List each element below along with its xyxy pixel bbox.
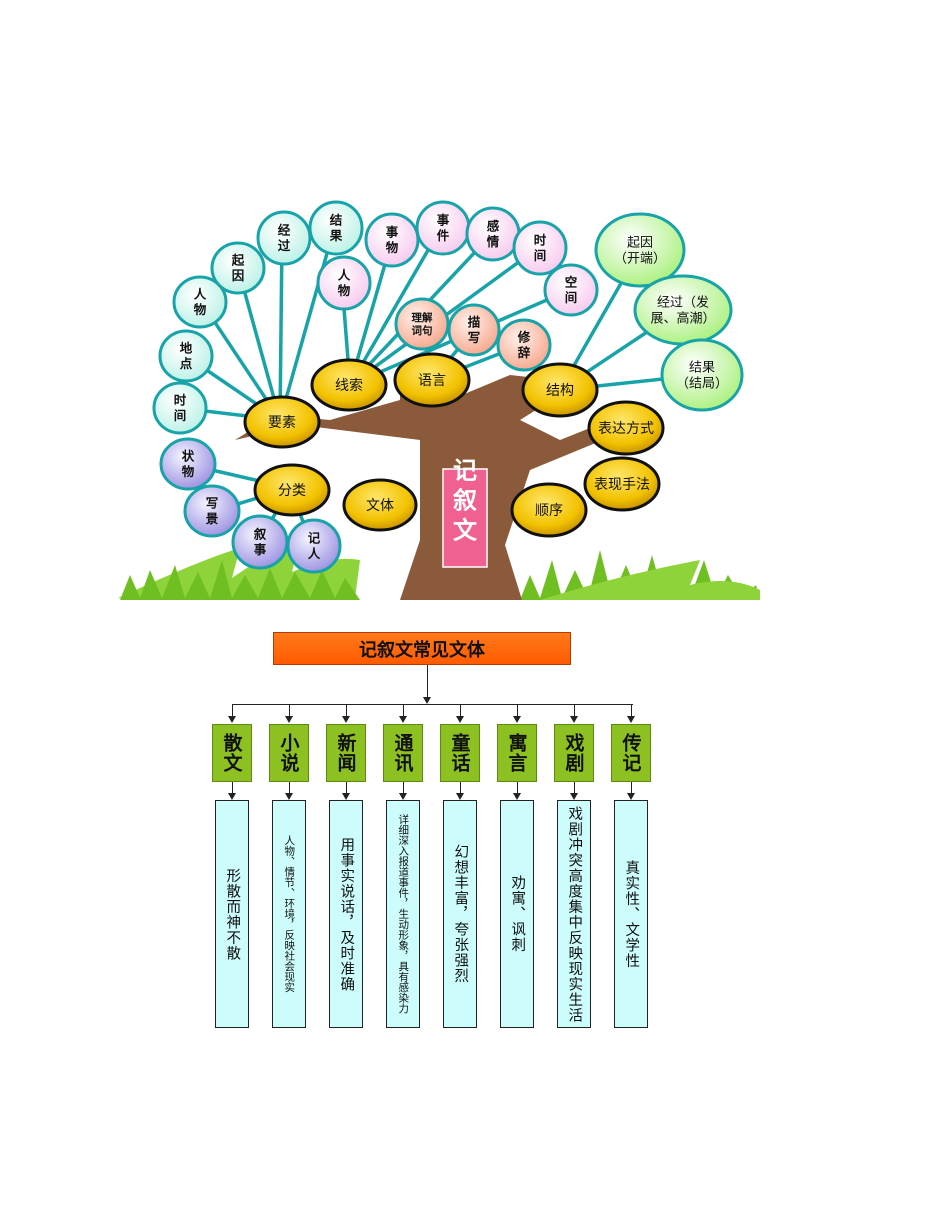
node-jiegou: 结构 — [546, 383, 574, 399]
arrow-down — [570, 793, 578, 800]
arrow-down — [285, 716, 293, 723]
grass-right — [520, 550, 760, 600]
connector-drop — [460, 782, 461, 794]
leaf-yuyan-miaoxie: 描写 — [468, 315, 481, 346]
leaf-jiegou-qiyin: 起因（开端） — [614, 235, 666, 266]
leaf-fenlei-xushi: 叙事 — [254, 527, 267, 558]
arrow-down — [342, 793, 350, 800]
leaf-yaosu-jingguo: 经过 — [278, 223, 291, 254]
tree-diagram: 要素 分类 文体 线索 语言 结构 表达方式 表现手法 顺序 记叙文 时间 地点… — [118, 200, 760, 600]
leaf-yaosu-jieguo: 结果 — [329, 213, 343, 244]
genres-title: 记叙文常见文体 — [273, 632, 571, 665]
arrow-down — [513, 716, 521, 723]
node-shunxu: 顺序 — [535, 503, 563, 519]
connector-drop — [517, 704, 518, 718]
connector-drop — [346, 704, 347, 718]
connector-horizontal — [232, 704, 633, 705]
connector-drop — [403, 704, 404, 718]
arrow-down — [456, 716, 464, 723]
node-xiansuo: 线索 — [335, 377, 363, 394]
connector-drop — [232, 782, 233, 794]
connector-drop — [460, 704, 461, 718]
arrow-down — [456, 793, 464, 800]
connector-drop — [574, 782, 575, 794]
connector-drop — [232, 704, 233, 718]
genre-name: 新闻 — [326, 724, 366, 782]
connector-drop — [631, 704, 632, 718]
genre-description: 用事实说话，及时准确 — [329, 800, 363, 1028]
arrow-down — [570, 716, 578, 723]
leaf-xiansuo-kongjian: 空间 — [565, 275, 578, 306]
arrow-down — [399, 793, 407, 800]
connector-trunk — [427, 665, 428, 699]
leaf-yaosu-shijian: 时间 — [174, 393, 187, 424]
arrow-down — [285, 793, 293, 800]
leaf-xiansuo-shijian: 事件 — [437, 213, 450, 244]
node-fenlei: 分类 — [278, 483, 306, 499]
connector-drop — [289, 782, 290, 794]
node-wenti: 文体 — [366, 498, 394, 514]
leaf-fenlei-xiejing: 写景 — [206, 496, 219, 527]
connector-drop — [517, 782, 518, 794]
genre-description: 人物、情节、环境，反映社会现实 — [272, 800, 306, 1028]
genre-description: 幻想丰富，夸张强烈 — [443, 800, 477, 1028]
genre-name: 戏剧 — [554, 724, 594, 782]
arrow-down — [228, 716, 236, 723]
leaf-xiansuo-shiwu: 事物 — [386, 225, 399, 256]
grass-left — [118, 540, 360, 600]
arrow-down — [399, 716, 407, 723]
node-biaoxian: 表现手法 — [594, 477, 650, 493]
leaf-xiansuo-ganqing: 感情 — [487, 219, 500, 250]
connector-drop — [403, 782, 404, 794]
leaf-jiegou-jingguo: 经过（发展、高潮） — [650, 294, 715, 326]
genre-description: 形散而神不散 — [215, 800, 249, 1028]
arrow-down — [342, 716, 350, 723]
leaf-jiegou-jieguo: 结果（结局） — [676, 360, 728, 391]
genre-description: 详细深入报道事件，生动形象，具有感染力 — [386, 800, 420, 1028]
tree-trunk — [235, 370, 615, 600]
genre-name: 小说 — [269, 724, 309, 782]
arrow-down — [228, 793, 236, 800]
node-yaosu: 要素 — [268, 415, 296, 431]
genre-name: 通讯 — [383, 724, 423, 782]
genre-name: 传记 — [611, 724, 651, 782]
leaf-yuyan-lijie: 理解词句 — [412, 311, 433, 337]
node-yuyan: 语言 — [418, 373, 446, 389]
arrow-down — [627, 793, 635, 800]
genre-name: 散文 — [212, 724, 252, 782]
connector-drop — [574, 704, 575, 718]
node-biaoda: 表达方式 — [598, 421, 654, 437]
leaf-yaosu-qiyin: 起因 — [231, 253, 245, 284]
connector-drop — [289, 704, 290, 718]
genre-description: 戏剧冲突高度集中反映现实生活 — [557, 800, 591, 1028]
leaf-fenlei-jiren: 记人 — [308, 531, 321, 562]
arrow-down — [627, 716, 635, 723]
genre-description: 真实性、文学性 — [614, 800, 648, 1028]
leaf-yaosu-renwu: 人物 — [194, 287, 207, 318]
leaf-yaosu-didian: 地点 — [180, 341, 193, 372]
leaf-xiansuo-shijian2: 时间 — [534, 233, 547, 264]
arrow-trunk — [423, 697, 431, 704]
leaf-xiansuo-renwu: 人物 — [338, 268, 351, 299]
connector-drop — [346, 782, 347, 794]
connector-drop — [631, 782, 632, 794]
genre-name: 童话 — [440, 724, 480, 782]
leaf-yuyan-xiuci: 修辞 — [517, 330, 531, 361]
center-label: 记叙文 — [453, 455, 478, 544]
genre-description: 劝寓、讽刺 — [500, 800, 534, 1028]
arrow-down — [513, 793, 521, 800]
leaf-fenlei-zhuangwu: 状物 — [182, 449, 195, 480]
genre-name: 寓言 — [497, 724, 537, 782]
